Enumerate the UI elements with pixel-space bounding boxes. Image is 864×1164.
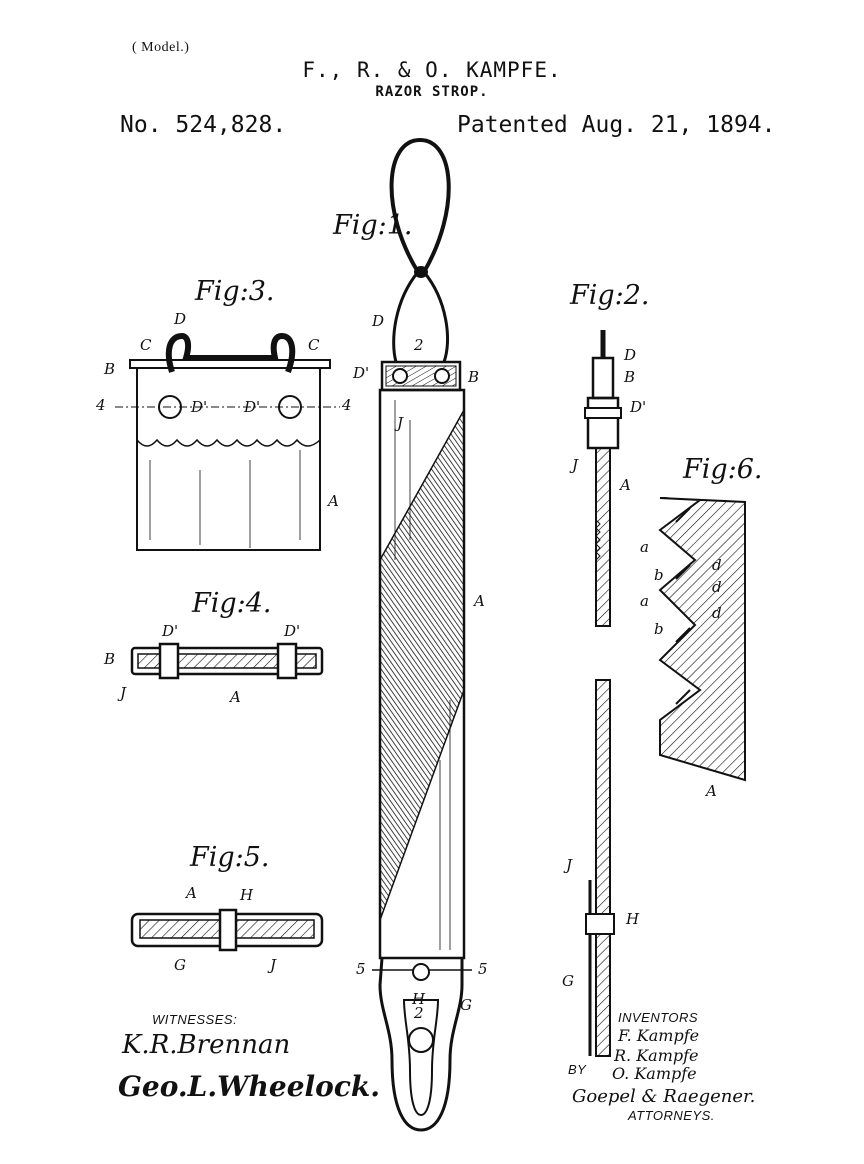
fig4-caption: Fig:4.	[192, 588, 272, 619]
label-fig1-B: B	[468, 368, 480, 386]
label-fig3-B: B	[104, 360, 116, 378]
patent-date: Patented Aug. 21, 1894.	[457, 112, 776, 138]
witness-signature-2: Geo.L.Wheelock.	[118, 1070, 381, 1103]
fig2-caption: Fig:2.	[570, 280, 650, 311]
inventor-names: F., R. & O. KAMPFE.	[302, 58, 562, 82]
label-fig1-2-top: 2	[414, 336, 424, 354]
attorneys-heading: ATTORNEYS.	[628, 1108, 715, 1123]
inventor-signature-3: O. Kampfe	[612, 1064, 697, 1083]
label-fig1-H: H	[412, 990, 426, 1008]
label-fig2-J-top: J	[572, 456, 579, 474]
label-fig2-D: D	[624, 346, 637, 364]
label-fig1-A: A	[474, 592, 485, 610]
label-fig3-A: A	[328, 492, 339, 510]
label-fig5-J: J	[270, 956, 277, 974]
fig3-drawing	[115, 332, 340, 551]
label-fig3-4-right: 4	[342, 396, 352, 414]
fig1-drawing	[372, 137, 472, 1132]
fig6-caption: Fig:6.	[683, 454, 763, 485]
patent-number: No. 524,828.	[120, 112, 287, 138]
label-fig3-Dprime-right: D'	[244, 398, 261, 416]
fig4-drawing	[130, 642, 324, 680]
label-fig3-D: D	[174, 310, 187, 328]
label-fig6-d-2: d	[712, 578, 722, 596]
label-fig2-A: A	[620, 476, 631, 494]
label-fig4-J: J	[120, 684, 127, 702]
label-fig1-5-left: 5	[356, 960, 366, 978]
label-fig6-b-2: b	[654, 620, 664, 638]
fig5-drawing	[130, 908, 324, 952]
label-fig1-J: J	[397, 414, 404, 432]
label-fig3-4-left: 4	[96, 396, 106, 414]
label-fig4-Dprime-left: D'	[162, 622, 179, 640]
model-note: ( Model.)	[132, 40, 190, 55]
fig5-caption: Fig:5.	[190, 842, 270, 873]
label-fig1-5-right: 5	[478, 960, 488, 978]
inventor-signature-2: R. Kampfe	[614, 1046, 699, 1065]
label-fig6-d-1: d	[712, 556, 722, 574]
label-fig2-H: H	[626, 910, 640, 928]
fig2-drawing	[584, 330, 622, 1057]
label-fig6-A: A	[706, 782, 717, 800]
label-fig5-H: H	[240, 886, 254, 904]
label-fig6-b-1: b	[654, 566, 664, 584]
label-fig1-2-bottom: 2	[414, 1004, 424, 1022]
label-fig2-G: G	[562, 972, 574, 990]
by-label: BY	[568, 1062, 587, 1077]
fig3-caption: Fig:3.	[195, 276, 275, 307]
fig6-drawing	[658, 497, 746, 782]
inventors-heading: INVENTORS	[618, 1010, 699, 1025]
fig1-caption: Fig:1.	[333, 210, 413, 241]
witness-signature-1: K.R.Brennan	[122, 1030, 291, 1060]
label-fig1-D: D	[372, 312, 385, 330]
inventor-signature-1: F. Kampfe	[618, 1026, 700, 1045]
label-fig1-Dprime: D'	[353, 364, 370, 382]
label-fig6-a-2: a	[640, 592, 649, 610]
label-fig3-C-left: C	[140, 336, 152, 354]
label-fig3-Dprime-left: D'	[191, 398, 208, 416]
witnesses-heading: WITNESSES:	[152, 1012, 238, 1027]
label-fig5-G: G	[174, 956, 186, 974]
label-fig5-A: A	[186, 884, 197, 902]
patent-title: RAZOR STROP.	[375, 84, 489, 100]
label-fig2-B: B	[624, 368, 636, 386]
label-fig4-Dprime-right: D'	[284, 622, 301, 640]
label-fig1-G: G	[460, 996, 472, 1014]
label-fig4-B: B	[104, 650, 116, 668]
label-fig4-A: A	[230, 688, 241, 706]
attorneys-signature: Goepel & Raegener.	[572, 1086, 756, 1107]
label-fig2-Dprime: D'	[630, 398, 647, 416]
label-fig3-C-right: C	[308, 336, 320, 354]
label-fig6-d-3: d	[712, 604, 722, 622]
label-fig6-a-1: a	[640, 538, 649, 556]
label-fig2-J-bottom: J	[566, 856, 573, 874]
